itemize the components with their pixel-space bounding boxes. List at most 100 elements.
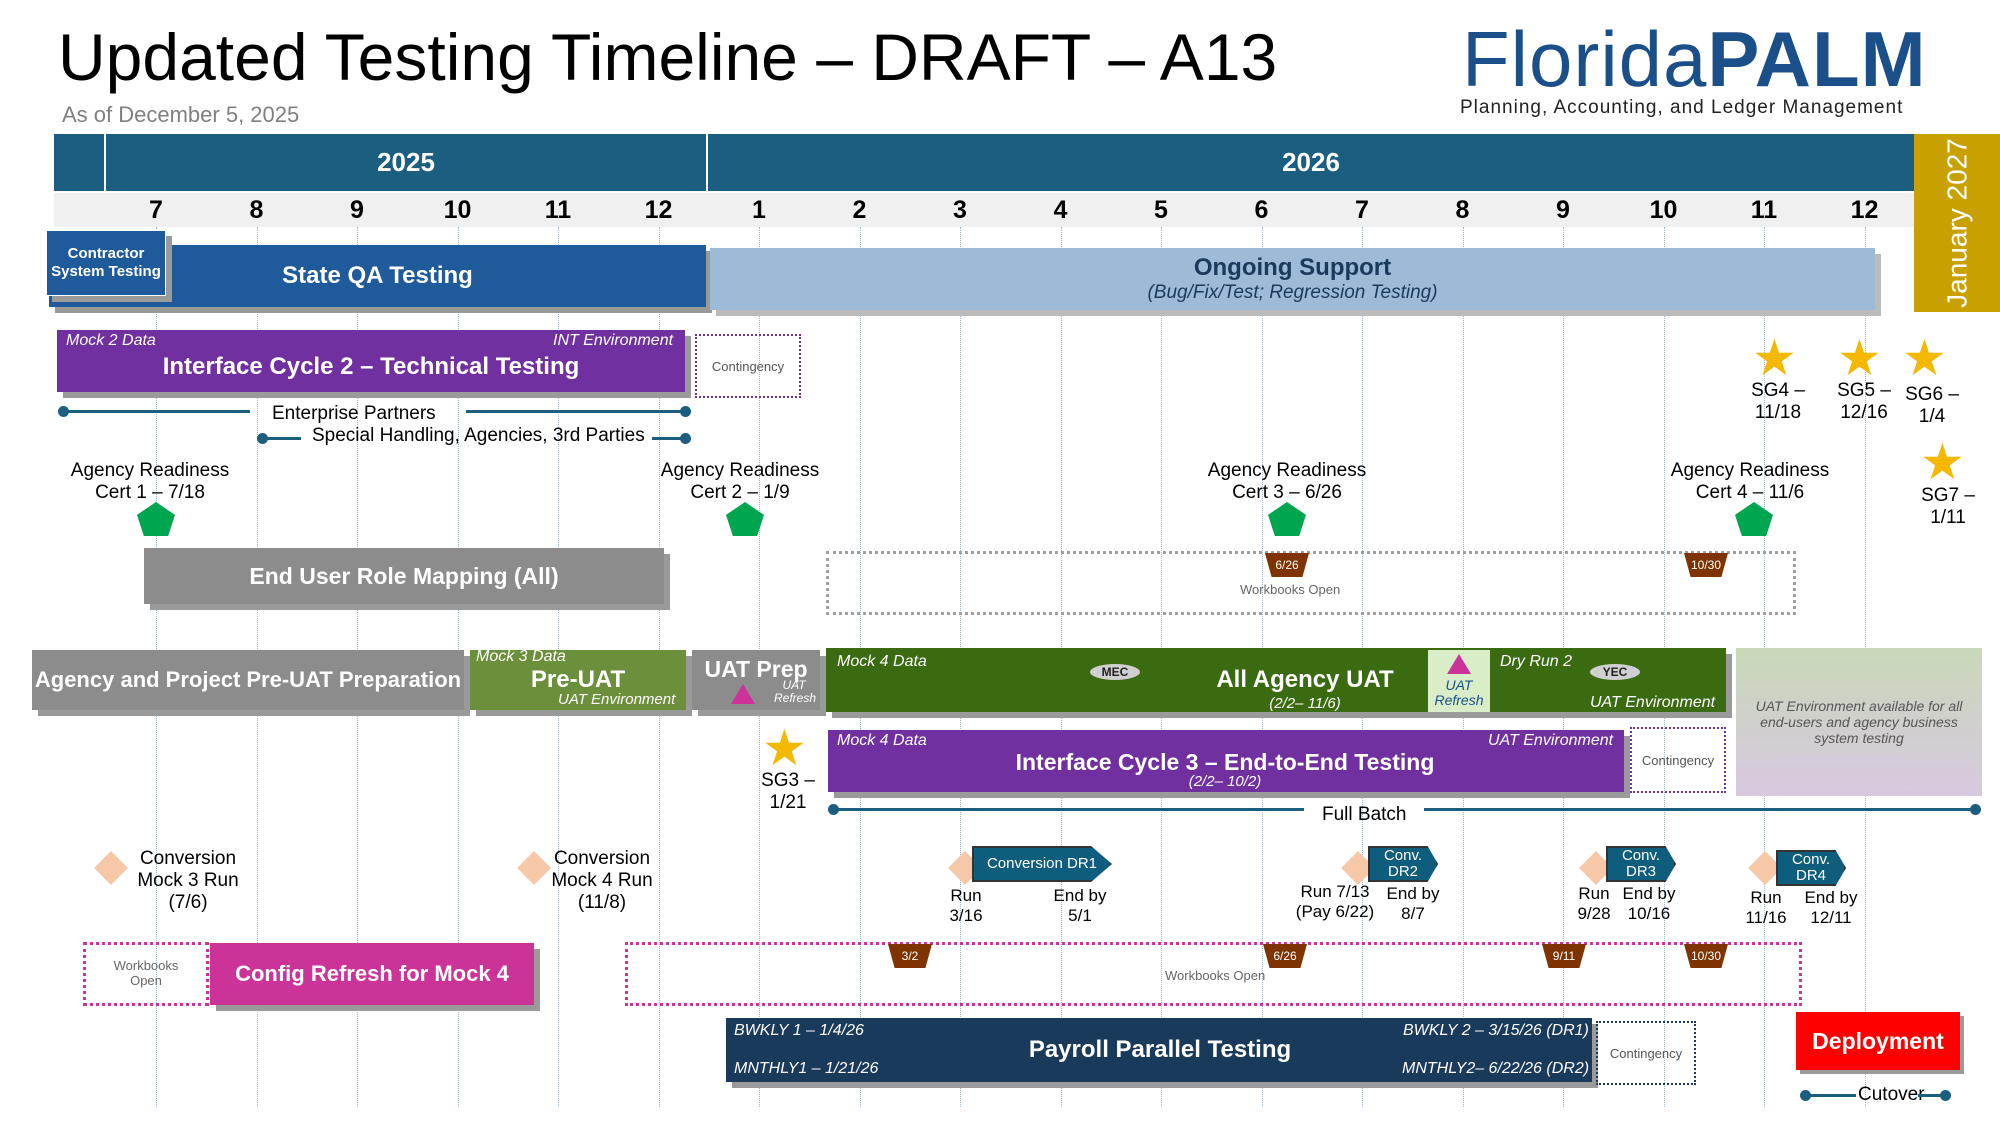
- badge-6-26-b: 6/26: [1263, 944, 1307, 968]
- sg4-label: SG4 – 11/18: [1751, 380, 1805, 423]
- sg5-label: SG5 – 12/16: [1837, 380, 1891, 423]
- month-label: 12: [644, 195, 673, 224]
- month-label: 8: [1455, 195, 1470, 224]
- workbooks-window-1: [826, 551, 1796, 615]
- page-title: Updated Testing Timeline – DRAFT – A13: [58, 20, 1278, 94]
- cutover-line-right: [1918, 1094, 1944, 1097]
- enterprise-partners-label: Enterprise Partners: [272, 403, 436, 424]
- pre-uat-mock-tag: Mock 3 Data: [476, 648, 566, 665]
- month-label: 7: [1355, 195, 1369, 224]
- year-2026: 2026: [708, 134, 1914, 191]
- pre-uat-preparation-bar: Agency and Project Pre-UAT Preparation: [32, 650, 464, 710]
- workbooks-open-box: Workbooks Open: [83, 942, 209, 1006]
- full-batch-label: Full Batch: [1322, 804, 1407, 825]
- interface-cycle-3-dates: (2/2– 10/2): [1188, 773, 1262, 790]
- month-label: 12: [1850, 195, 1879, 224]
- pentagon-icon: [1268, 502, 1306, 536]
- full-batch-start-dot: [828, 804, 839, 815]
- month-label: 9: [350, 195, 364, 224]
- interface-cycle-3-bar: [828, 730, 1624, 792]
- special-end-dot: [680, 433, 691, 444]
- yec-marker: YEC: [1590, 664, 1640, 680]
- logo-florida: Florida: [1462, 15, 1708, 103]
- pentagon-icon: [1735, 502, 1773, 536]
- month-label: 9: [1556, 195, 1570, 224]
- int2-env-tag: INT Environment: [553, 332, 674, 349]
- star-icon: ★: [1752, 330, 1797, 386]
- deployment-bar: Deployment: [1796, 1012, 1960, 1070]
- as-of-date: As of December 5, 2025: [62, 102, 300, 127]
- workbooks-window-2: [625, 942, 1802, 1006]
- agency-readiness-cert-2: Agency Readiness Cert 2 – 1/9: [660, 460, 820, 503]
- month-label: 3: [953, 195, 967, 224]
- special-handling-label: Special Handling, Agencies, 3rd Parties: [312, 425, 645, 446]
- sg3-label: SG3 – 1/21: [761, 770, 815, 813]
- month-label: 1: [752, 195, 766, 224]
- dr1-run: Run 3/16: [949, 886, 983, 925]
- mnthly1-tag: MNTHLY1 – 1/21/26: [734, 1060, 879, 1077]
- logo: FloridaPALM: [1462, 20, 1927, 98]
- month-label: 4: [1053, 195, 1068, 224]
- triangle-icon: [731, 684, 755, 704]
- badge-9-11: 9/11: [1542, 944, 1586, 968]
- year-band-blank: [54, 134, 104, 191]
- conversion-mock-4: Conversion Mock 4 Run (11/8): [551, 848, 653, 913]
- conversion-dr3-tag: Conv. DR3: [1606, 846, 1676, 882]
- month-label: 11: [1750, 195, 1778, 224]
- month-label: 6: [1254, 195, 1269, 224]
- full-batch-line-right: [1424, 808, 1976, 811]
- jan-2027-label: January 2027: [1941, 138, 1973, 308]
- uat-refresh-tag-2: UAT Refresh: [1434, 677, 1484, 709]
- year-jan-2027: January 2027: [1914, 134, 2000, 312]
- conversion-dr1-tag: Conversion DR1: [972, 846, 1112, 882]
- ongoing-support-bar: Ongoing Support (Bug/Fix/Test; Regressio…: [710, 248, 1875, 310]
- special-start-dot: [257, 433, 268, 444]
- workbooks-open-label-2: Workbooks Open: [1165, 968, 1266, 983]
- agency-readiness-cert-4: Agency Readiness Cert 4 – 11/6: [1670, 460, 1830, 503]
- month-label: 11: [544, 195, 572, 224]
- payroll-contingency: Contingency: [1596, 1021, 1696, 1085]
- pre-uat-env-tag: UAT Environment: [558, 691, 676, 708]
- enterprise-end-dot: [680, 406, 691, 417]
- month-label: 5: [1154, 195, 1168, 224]
- special-line-right: [652, 437, 687, 440]
- aau-mock-tag: Mock 4 Data: [837, 653, 927, 670]
- dr3-end: End by 10/16: [1622, 884, 1676, 923]
- dry-run-2-tag: Dry Run 2: [1500, 653, 1573, 670]
- conversion-dr2-tag: Conv. DR2: [1368, 846, 1438, 882]
- star-icon: ★: [762, 720, 807, 776]
- badge-10-30: 10/30: [1684, 553, 1728, 577]
- payroll-parallel-label: Payroll Parallel Testing: [1028, 1036, 1292, 1063]
- full-batch-end-dot: [1970, 804, 1981, 815]
- badge-3-2: 3/2: [888, 944, 932, 968]
- cutover-label: Cutover: [1858, 1084, 1925, 1105]
- interface-cycle-3-label: Interface Cycle 3 – End-to-End Testing: [1015, 749, 1435, 775]
- bwkly1-tag: BWKLY 1 – 1/4/26: [734, 1022, 864, 1039]
- logo-palm: PALM: [1707, 15, 1927, 103]
- pentagon-icon: [137, 502, 175, 536]
- dr2-end: End by 8/7: [1386, 884, 1440, 923]
- star-icon: ★: [1902, 330, 1947, 386]
- badge-10-30-b: 10/30: [1684, 944, 1728, 968]
- star-icon: ★: [1837, 330, 1882, 386]
- mnthly2-tag: MNTHLY2– 6/22/26 (DR2): [1402, 1060, 1590, 1077]
- payroll-parallel-bar: [726, 1018, 1592, 1082]
- conversion-mock-3: Conversion Mock 3 Run (7/6): [137, 848, 239, 913]
- mec-marker: MEC: [1090, 664, 1140, 680]
- star-icon: ★: [1920, 434, 1965, 490]
- conversion-dr4-tag: Conv. DR4: [1776, 850, 1846, 886]
- cutover-start-dot: [1800, 1090, 1811, 1101]
- ongoing-support-label: Ongoing Support: [1193, 254, 1392, 281]
- sg7-label: SG7 – 1/11: [1921, 485, 1975, 528]
- workbooks-open-label-1: Workbooks Open: [1240, 582, 1341, 597]
- all-agency-uat-label: All Agency UAT: [1216, 666, 1394, 693]
- month-label: 7: [149, 195, 163, 224]
- contractor-testing-bar: Contractor System Testing: [46, 230, 166, 296]
- uat-refresh-tag-1: UAT Refresh: [774, 678, 817, 706]
- diamond-icon: [94, 851, 128, 885]
- int2-contingency: Contingency: [695, 334, 801, 398]
- int3-env-tag: UAT Environment: [1488, 732, 1614, 749]
- agency-readiness-cert-1: Agency Readiness Cert 1 – 7/18: [70, 460, 230, 503]
- ongoing-support-sub: (Bug/Fix/Test; Regression Testing): [1147, 282, 1438, 303]
- dr3-run: Run 9/28: [1577, 884, 1611, 923]
